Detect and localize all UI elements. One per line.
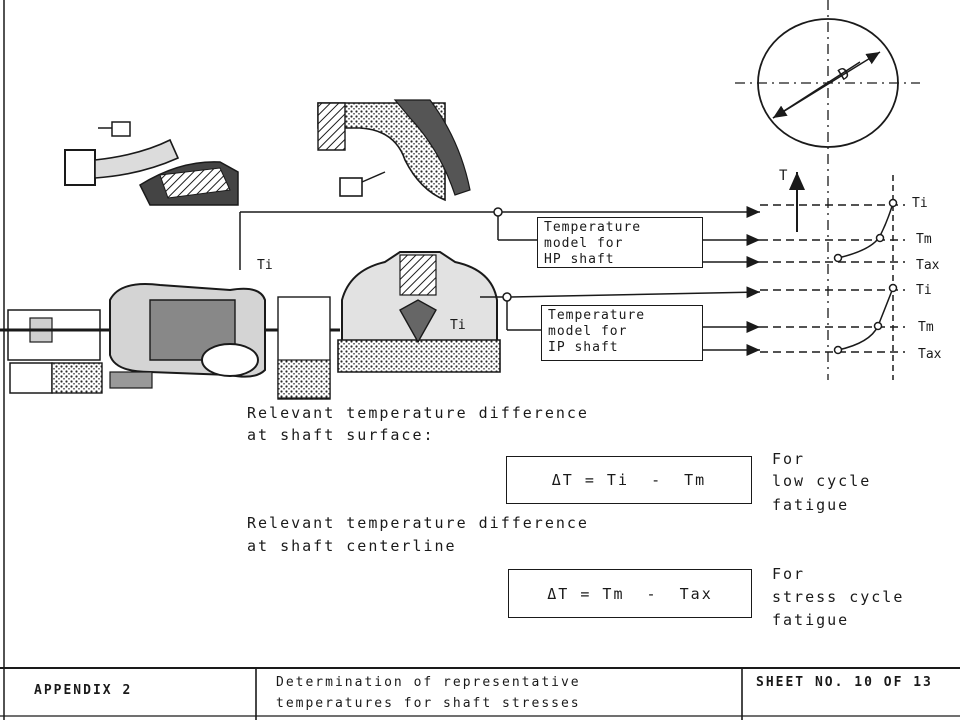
note2-line3: fatigue: [772, 611, 850, 629]
formula1-suffix: Tm: [684, 471, 707, 489]
note1-line3: fatigue: [772, 496, 850, 514]
center-heading-line2: at shaft centerline: [247, 537, 457, 555]
hp-output-tax: Tax: [916, 258, 940, 273]
footer-appendix: APPENDIX 2: [34, 683, 133, 698]
turbine-train-sketch: [0, 251, 501, 400]
note2-line2: stress cycle: [772, 588, 905, 606]
formula-centerline-box: ΔT = Tm - Tax: [508, 569, 752, 618]
formula-surface-box: ΔT = Ti - Tm: [506, 456, 752, 504]
ip-output-tax: Tax: [918, 347, 942, 362]
hp-model-line2: model for: [544, 236, 624, 251]
t-axis-label: T: [779, 168, 788, 184]
ip-temperature-model-box: Temperature model for IP shaft: [541, 305, 703, 361]
formula2-minus: -: [646, 584, 658, 603]
surface-heading-line2: at shaft surface:: [247, 426, 435, 444]
note1-line1: For: [772, 450, 806, 468]
hp-signal-lines: [239, 175, 905, 270]
hp-output-tm: Tm: [916, 232, 932, 247]
center-heading-line1: Relevant temperature difference: [247, 514, 589, 532]
hp-thermocouple-sketch: [64, 121, 239, 206]
ip-model-line3: IP shaft: [548, 340, 619, 355]
ip-model-line1: Temperature: [548, 308, 646, 323]
hp-model-line1: Temperature: [544, 220, 642, 235]
footer-description-line2: temperatures for shaft stresses: [276, 696, 581, 711]
hp-temperature-model-box: Temperature model for HP shaft: [537, 217, 703, 268]
hp-ti-marker: Ti: [257, 258, 273, 273]
ip-ti-marker: Ti: [450, 318, 466, 333]
hp-output-ti: Ti: [912, 196, 928, 211]
ip-casing-sketch: [317, 99, 471, 202]
formula1-prefix: ΔT = Ti: [551, 471, 629, 489]
footer-description-line1: Determination of representative: [276, 675, 581, 690]
footer-sheet-number: SHEET NO. 10 OF 13: [756, 675, 933, 690]
ip-output-tm: Tm: [918, 320, 934, 335]
ip-model-line2: model for: [548, 324, 628, 339]
formula2-prefix: ΔT =: [547, 584, 592, 603]
formula2-suffix: Tax: [679, 584, 713, 603]
ip-output-ti: Ti: [916, 283, 932, 298]
note1-line2: low cycle: [772, 472, 872, 490]
hp-model-line3: HP shaft: [544, 252, 615, 267]
formula2-mid: Tm: [602, 584, 625, 603]
ip-signal-lines: [480, 275, 905, 380]
formula1-minus: -: [651, 471, 663, 489]
note2-line1: For: [772, 565, 806, 583]
surface-heading-line1: Relevant temperature difference: [247, 404, 589, 422]
shaft-cross-section: [735, 0, 920, 380]
